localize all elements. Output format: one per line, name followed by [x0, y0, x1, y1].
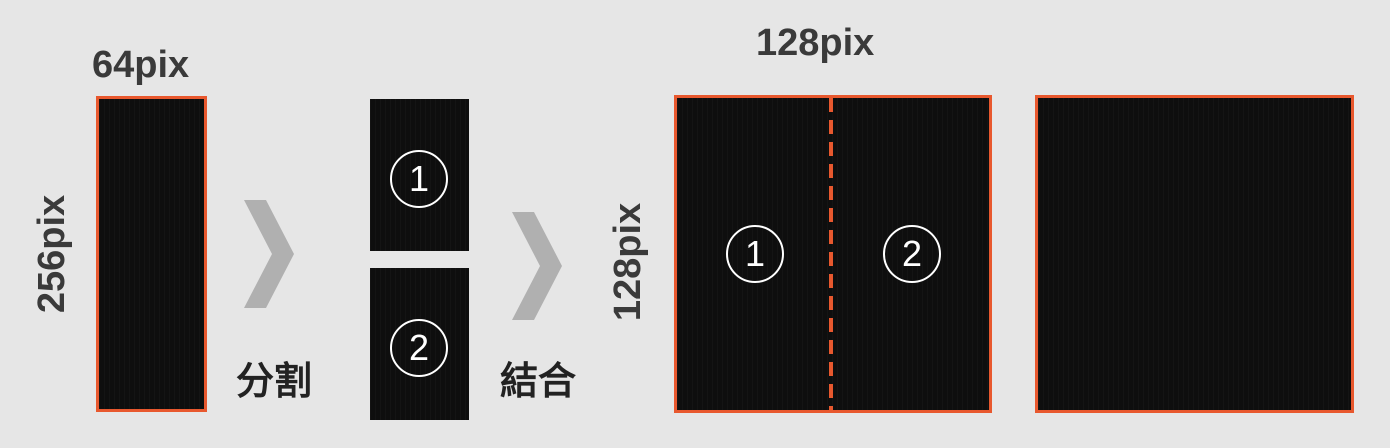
result-image — [1035, 95, 1354, 413]
piece-2-number: 2 — [390, 319, 448, 377]
combined-piece-2-number: 2 — [883, 225, 941, 283]
original-image — [96, 96, 207, 412]
combined-image — [674, 95, 992, 413]
split-piece-1: 1 — [370, 99, 469, 251]
split-label: 分割 — [236, 359, 313, 403]
piece-1-number: 1 — [390, 150, 448, 208]
combine-label: 結合 — [500, 359, 577, 403]
chevron-right-icon — [244, 200, 294, 308]
combined-height-label: 128pix — [607, 202, 649, 322]
chevron-right-icon — [512, 212, 562, 320]
combined-piece-1-number: 1 — [726, 225, 784, 283]
original-height-label: 256pix — [31, 194, 73, 314]
split-seam-line — [829, 98, 833, 410]
combined-width-label: 128pix — [756, 22, 875, 64]
original-width-label: 64pix — [92, 44, 190, 86]
split-piece-2: 2 — [370, 268, 469, 420]
